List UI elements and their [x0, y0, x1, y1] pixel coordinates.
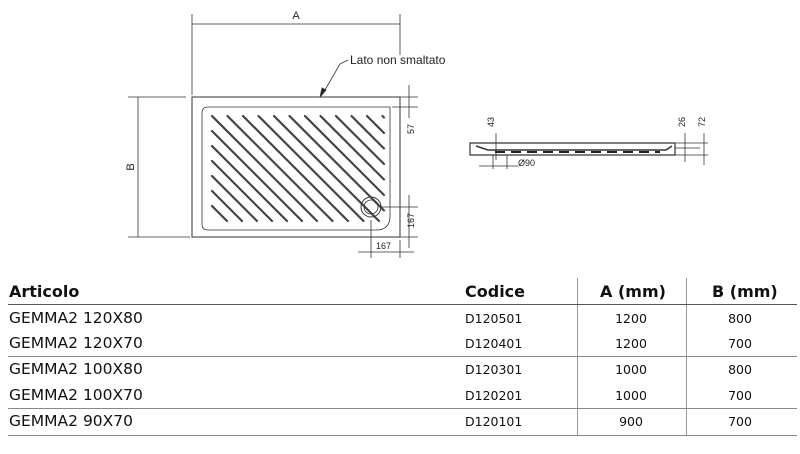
- cell-a: 900: [619, 414, 643, 429]
- drain-groove: [210, 114, 319, 223]
- drain-groove: [210, 144, 289, 223]
- cell-a: 1200: [615, 311, 647, 326]
- note-label: Lato non smaltato: [350, 53, 446, 67]
- drain-groove: [257, 114, 365, 223]
- drain-groove: [210, 129, 304, 223]
- dim-a-label: A: [292, 10, 300, 22]
- cell-articolo: GEMMA2 100X80: [9, 360, 143, 378]
- column-divider: [577, 278, 578, 436]
- cell-b: 700: [728, 388, 752, 403]
- cell-a: 1000: [615, 362, 647, 377]
- cell-codice: D120301: [465, 362, 523, 377]
- dim-72: 72: [697, 117, 707, 127]
- dim-b-label: B: [125, 163, 137, 170]
- cell-codice: D120201: [465, 388, 523, 403]
- drain-groove: [381, 114, 386, 119]
- header-b: B (mm): [712, 282, 778, 301]
- cell-articolo: GEMMA2 90X70: [9, 412, 134, 430]
- cell-codice: D120501: [465, 311, 523, 326]
- cell-b: 800: [728, 362, 752, 377]
- drain-groove: [241, 114, 350, 223]
- drain-groove: [350, 114, 386, 150]
- drain-groove: [334, 114, 386, 166]
- drain-groove: [319, 114, 386, 181]
- header-a: A (mm): [600, 282, 666, 301]
- cell-articolo: GEMMA2 120X70: [9, 334, 143, 352]
- cell-codice: D120401: [465, 336, 523, 351]
- dim-26: 26: [677, 117, 687, 127]
- drain-groove: [210, 174, 259, 223]
- cell-b: 800: [728, 311, 752, 326]
- drain-groove: [288, 114, 386, 212]
- header-articolo: Articolo: [9, 282, 80, 301]
- cell-b: 700: [728, 414, 752, 429]
- technical-drawing: A Lato non smaltato B 57 167 167 26 72: [125, 10, 708, 258]
- dim-57: 57: [406, 124, 416, 134]
- cell-codice: D120101: [465, 414, 523, 429]
- header-codice: Codice: [465, 282, 526, 301]
- drain-groove: [210, 204, 229, 223]
- cell-b: 700: [728, 336, 752, 351]
- dim-167-vertical: 167: [406, 213, 416, 228]
- side-section: [469, 142, 676, 156]
- drain-groove: [272, 114, 381, 223]
- dim-167-horizontal: 167: [376, 241, 391, 251]
- drain-groove: [303, 114, 386, 197]
- column-divider: [686, 278, 687, 436]
- cell-articolo: GEMMA2 120X80: [9, 309, 143, 327]
- drain-groove: [210, 159, 274, 223]
- tray-outline: [191, 96, 401, 238]
- cell-articolo: GEMMA2 100X70: [9, 386, 143, 404]
- cell-a: 1000: [615, 388, 647, 403]
- dim-43: 43: [486, 117, 496, 127]
- dim-d90: Ø90: [518, 158, 535, 168]
- drain-groove: [365, 114, 386, 135]
- cell-a: 1200: [615, 336, 647, 351]
- drain-groove: [226, 114, 334, 223]
- drain-groove: [210, 189, 244, 223]
